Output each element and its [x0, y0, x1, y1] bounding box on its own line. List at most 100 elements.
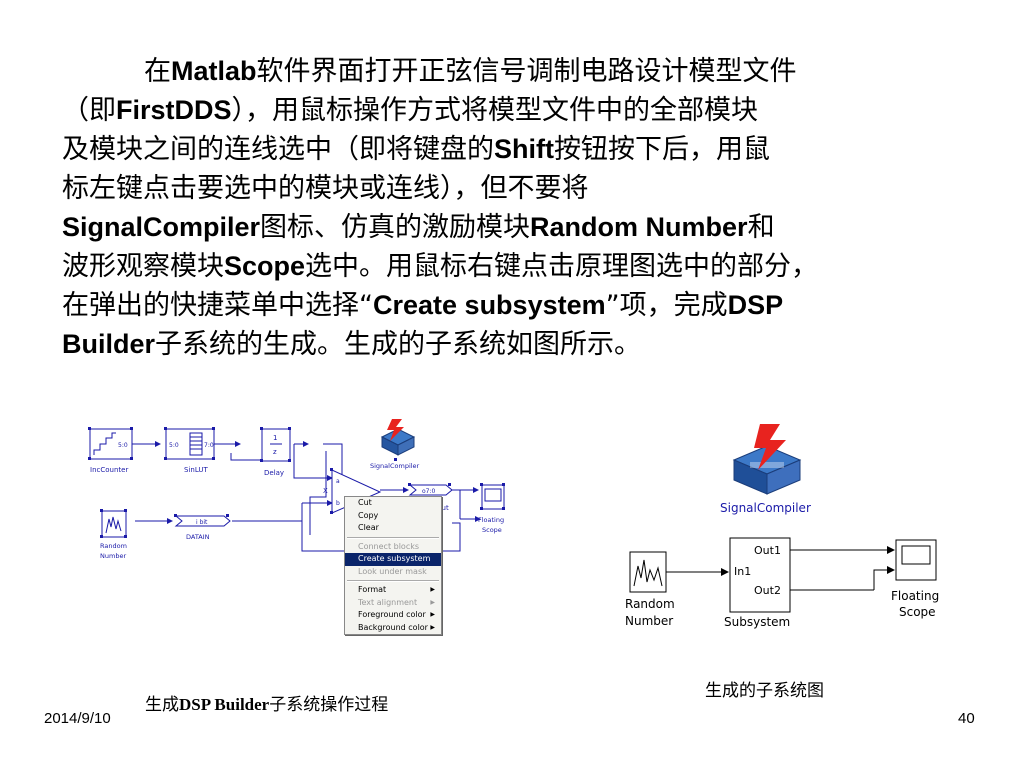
- signalcompiler-large-label: SignalCompiler: [720, 501, 811, 515]
- right-diagram-svg: SignalCompiler Random Number In1 Out1 Ou…: [625, 424, 939, 629]
- floating-scope-large-block[interactable]: [895, 539, 937, 581]
- partial-out: Out: [436, 504, 449, 512]
- left-caption-bold: DSP Builder: [179, 695, 270, 714]
- right-caption: 生成的子系统图: [705, 681, 824, 701]
- floating-label: Floating: [478, 516, 504, 524]
- paragraph-line: SignalCompiler图标、仿真的激励模块Random Number和: [62, 208, 1002, 247]
- right-diagram: SignalCompiler Random Number In1 Out1 Ou…: [600, 420, 980, 640]
- datain-inner: i bit: [196, 519, 208, 526]
- datain-label: DATAIN: [186, 533, 210, 541]
- scope-large-label: Scope: [899, 605, 936, 619]
- menu-item-label: Create subsystem: [358, 554, 431, 563]
- submenu-arrow-icon: ▶: [430, 611, 435, 618]
- menu-item-connect-blocks: Connect blocks: [345, 541, 441, 554]
- product-out: o7:0: [422, 488, 436, 495]
- paragraph-term: Builder: [62, 329, 156, 359]
- paragraph-line: 及模块之间的连线选中（即将键盘的Shift按钮按下后，用鼠: [62, 130, 1002, 169]
- paragraph-term: Scope: [224, 251, 306, 281]
- delay-label: Delay: [264, 469, 284, 477]
- paragraph-text: ”项，完成: [605, 290, 728, 321]
- paragraph-text: （即: [62, 95, 116, 126]
- menu-item-format[interactable]: Format ▶: [345, 584, 441, 597]
- menu-item-label: Text alignment: [358, 597, 418, 607]
- menu-item-label: Connect blocks: [358, 541, 420, 551]
- submenu-arrow-icon: ▶: [430, 598, 435, 606]
- delay-den: z: [273, 448, 277, 456]
- signalcompiler-large-icon[interactable]: [732, 424, 802, 495]
- paragraph-text: 按钮按下后，用鼠: [554, 134, 770, 165]
- paragraph-text: 波形观察模块: [62, 251, 224, 282]
- left-caption-prefix: 生成: [145, 695, 179, 715]
- menu-item-look-under-mask: Look under mask: [345, 566, 441, 579]
- paragraph-line: 在弹出的快捷菜单中选择“Create subsystem”项，完成DSP: [62, 286, 1002, 325]
- menu-item-label: Clear: [358, 523, 379, 532]
- random-large-label: Random: [625, 597, 675, 611]
- paragraph-term: Create subsystem: [373, 290, 606, 320]
- paragraph-text: 软件界面打开正弦信号调制电路设计模型文件: [256, 56, 797, 87]
- menu-item-copy[interactable]: Copy: [345, 510, 441, 523]
- paragraph-term: DSP: [727, 290, 784, 320]
- signalcompiler-icon[interactable]: [380, 419, 416, 461]
- product-b: b: [336, 500, 340, 507]
- menu-item-cut[interactable]: Cut: [345, 497, 441, 510]
- paragraph-term: Shift: [494, 134, 554, 164]
- menu-item-label: Foreground color: [358, 610, 426, 619]
- menu-separator: [347, 580, 439, 582]
- product-a: a: [336, 478, 340, 485]
- number-label: Number: [100, 552, 126, 560]
- menu-item-label: Copy: [358, 510, 379, 520]
- paragraph-term: Matlab: [171, 56, 257, 86]
- left-diagram: 5:0 IncCounter 5:0 7:0 SinLUT 1 z Delay …: [80, 415, 520, 670]
- menu-item-foreground-color[interactable]: Foreground color ▶: [345, 609, 441, 622]
- left-caption: 生成DSP Builder子系统操作过程: [145, 690, 388, 715]
- left-caption-suffix: 子系统操作过程: [269, 695, 389, 715]
- menu-item-text-alignment: Text alignment ▶: [345, 597, 441, 610]
- paragraph-term: SignalCompiler: [62, 212, 261, 242]
- paragraph-text: 选中。用鼠标右键点击原理图选中的部分，: [305, 251, 819, 282]
- paragraph-text: 在: [144, 56, 171, 87]
- output-bus-block[interactable]: o7:0: [408, 483, 453, 496]
- inccounter-block[interactable]: 5:0: [88, 427, 133, 460]
- paragraph-line: 在Matlab软件界面打开正弦信号调制电路设计模型文件: [62, 52, 1002, 91]
- menu-item-label: Cut: [358, 498, 372, 507]
- menu-item-clear[interactable]: Clear: [345, 522, 441, 535]
- menu-item-create-subsystem[interactable]: Create subsystem: [345, 553, 441, 566]
- paragraph-text: 图标、仿真的激励模块: [260, 212, 531, 243]
- paragraph-line: Builder子系统的生成。生成的子系统如图所示。: [62, 325, 1002, 364]
- paragraph-term: FirstDDS: [116, 95, 232, 125]
- random-label: Random: [100, 542, 127, 550]
- scope-label: Scope: [482, 526, 502, 534]
- datain-block[interactable]: i bit: [174, 514, 231, 527]
- sinlut-in: 5:0: [169, 442, 179, 449]
- subsystem-block[interactable]: In1 Out1 Out2: [729, 537, 791, 613]
- subsystem-in1: In1: [734, 565, 751, 578]
- menu-item-label: Format: [358, 585, 387, 594]
- product-x: X: [323, 487, 328, 495]
- paragraph-text: 标左键点击要选中的模块或连线），但不要将: [62, 173, 589, 204]
- submenu-arrow-icon: ▶: [430, 623, 435, 631]
- paragraph-text: 在弹出的快捷菜单中选择“: [62, 290, 373, 321]
- inccounter-port: 5:0: [118, 442, 128, 449]
- random-number-block[interactable]: [100, 509, 127, 538]
- paragraph-line: （即FirstDDS），用鼠标操作方式将模型文件中的全部模块: [62, 91, 1002, 130]
- paragraph-text: 及模块之间的连线选中（即将键盘的: [62, 134, 494, 165]
- signalcompiler-label: SignalCompiler: [370, 462, 420, 470]
- random-number-large-block[interactable]: [629, 551, 667, 593]
- paragraph-text: 和: [747, 212, 775, 243]
- menu-item-label: Look under mask: [358, 566, 427, 576]
- paragraph-line: 波形观察模块Scope选中。用鼠标右键点击原理图选中的部分，: [62, 247, 1002, 286]
- body-paragraph: 在Matlab软件界面打开正弦信号调制电路设计模型文件（即FirstDDS），用…: [62, 52, 1002, 364]
- inccounter-label: IncCounter: [90, 466, 128, 474]
- sinlut-label: SinLUT: [184, 466, 208, 474]
- menu-item-background-color[interactable]: Background color▶: [345, 622, 441, 635]
- sinlut-block[interactable]: 5:0 7:0: [164, 427, 215, 460]
- submenu-arrow-icon: ▶: [430, 586, 435, 593]
- subsystem-out1: Out1: [754, 544, 781, 557]
- paragraph-line: 标左键点击要选中的模块或连线），但不要将: [62, 169, 1002, 208]
- delay-block[interactable]: 1 z: [260, 427, 291, 462]
- floating-scope-block[interactable]: [480, 483, 505, 510]
- sinlut-out: 7:0: [204, 442, 214, 449]
- floating-large-label: Floating: [891, 589, 939, 603]
- footer-date: 2014/9/10: [44, 710, 111, 727]
